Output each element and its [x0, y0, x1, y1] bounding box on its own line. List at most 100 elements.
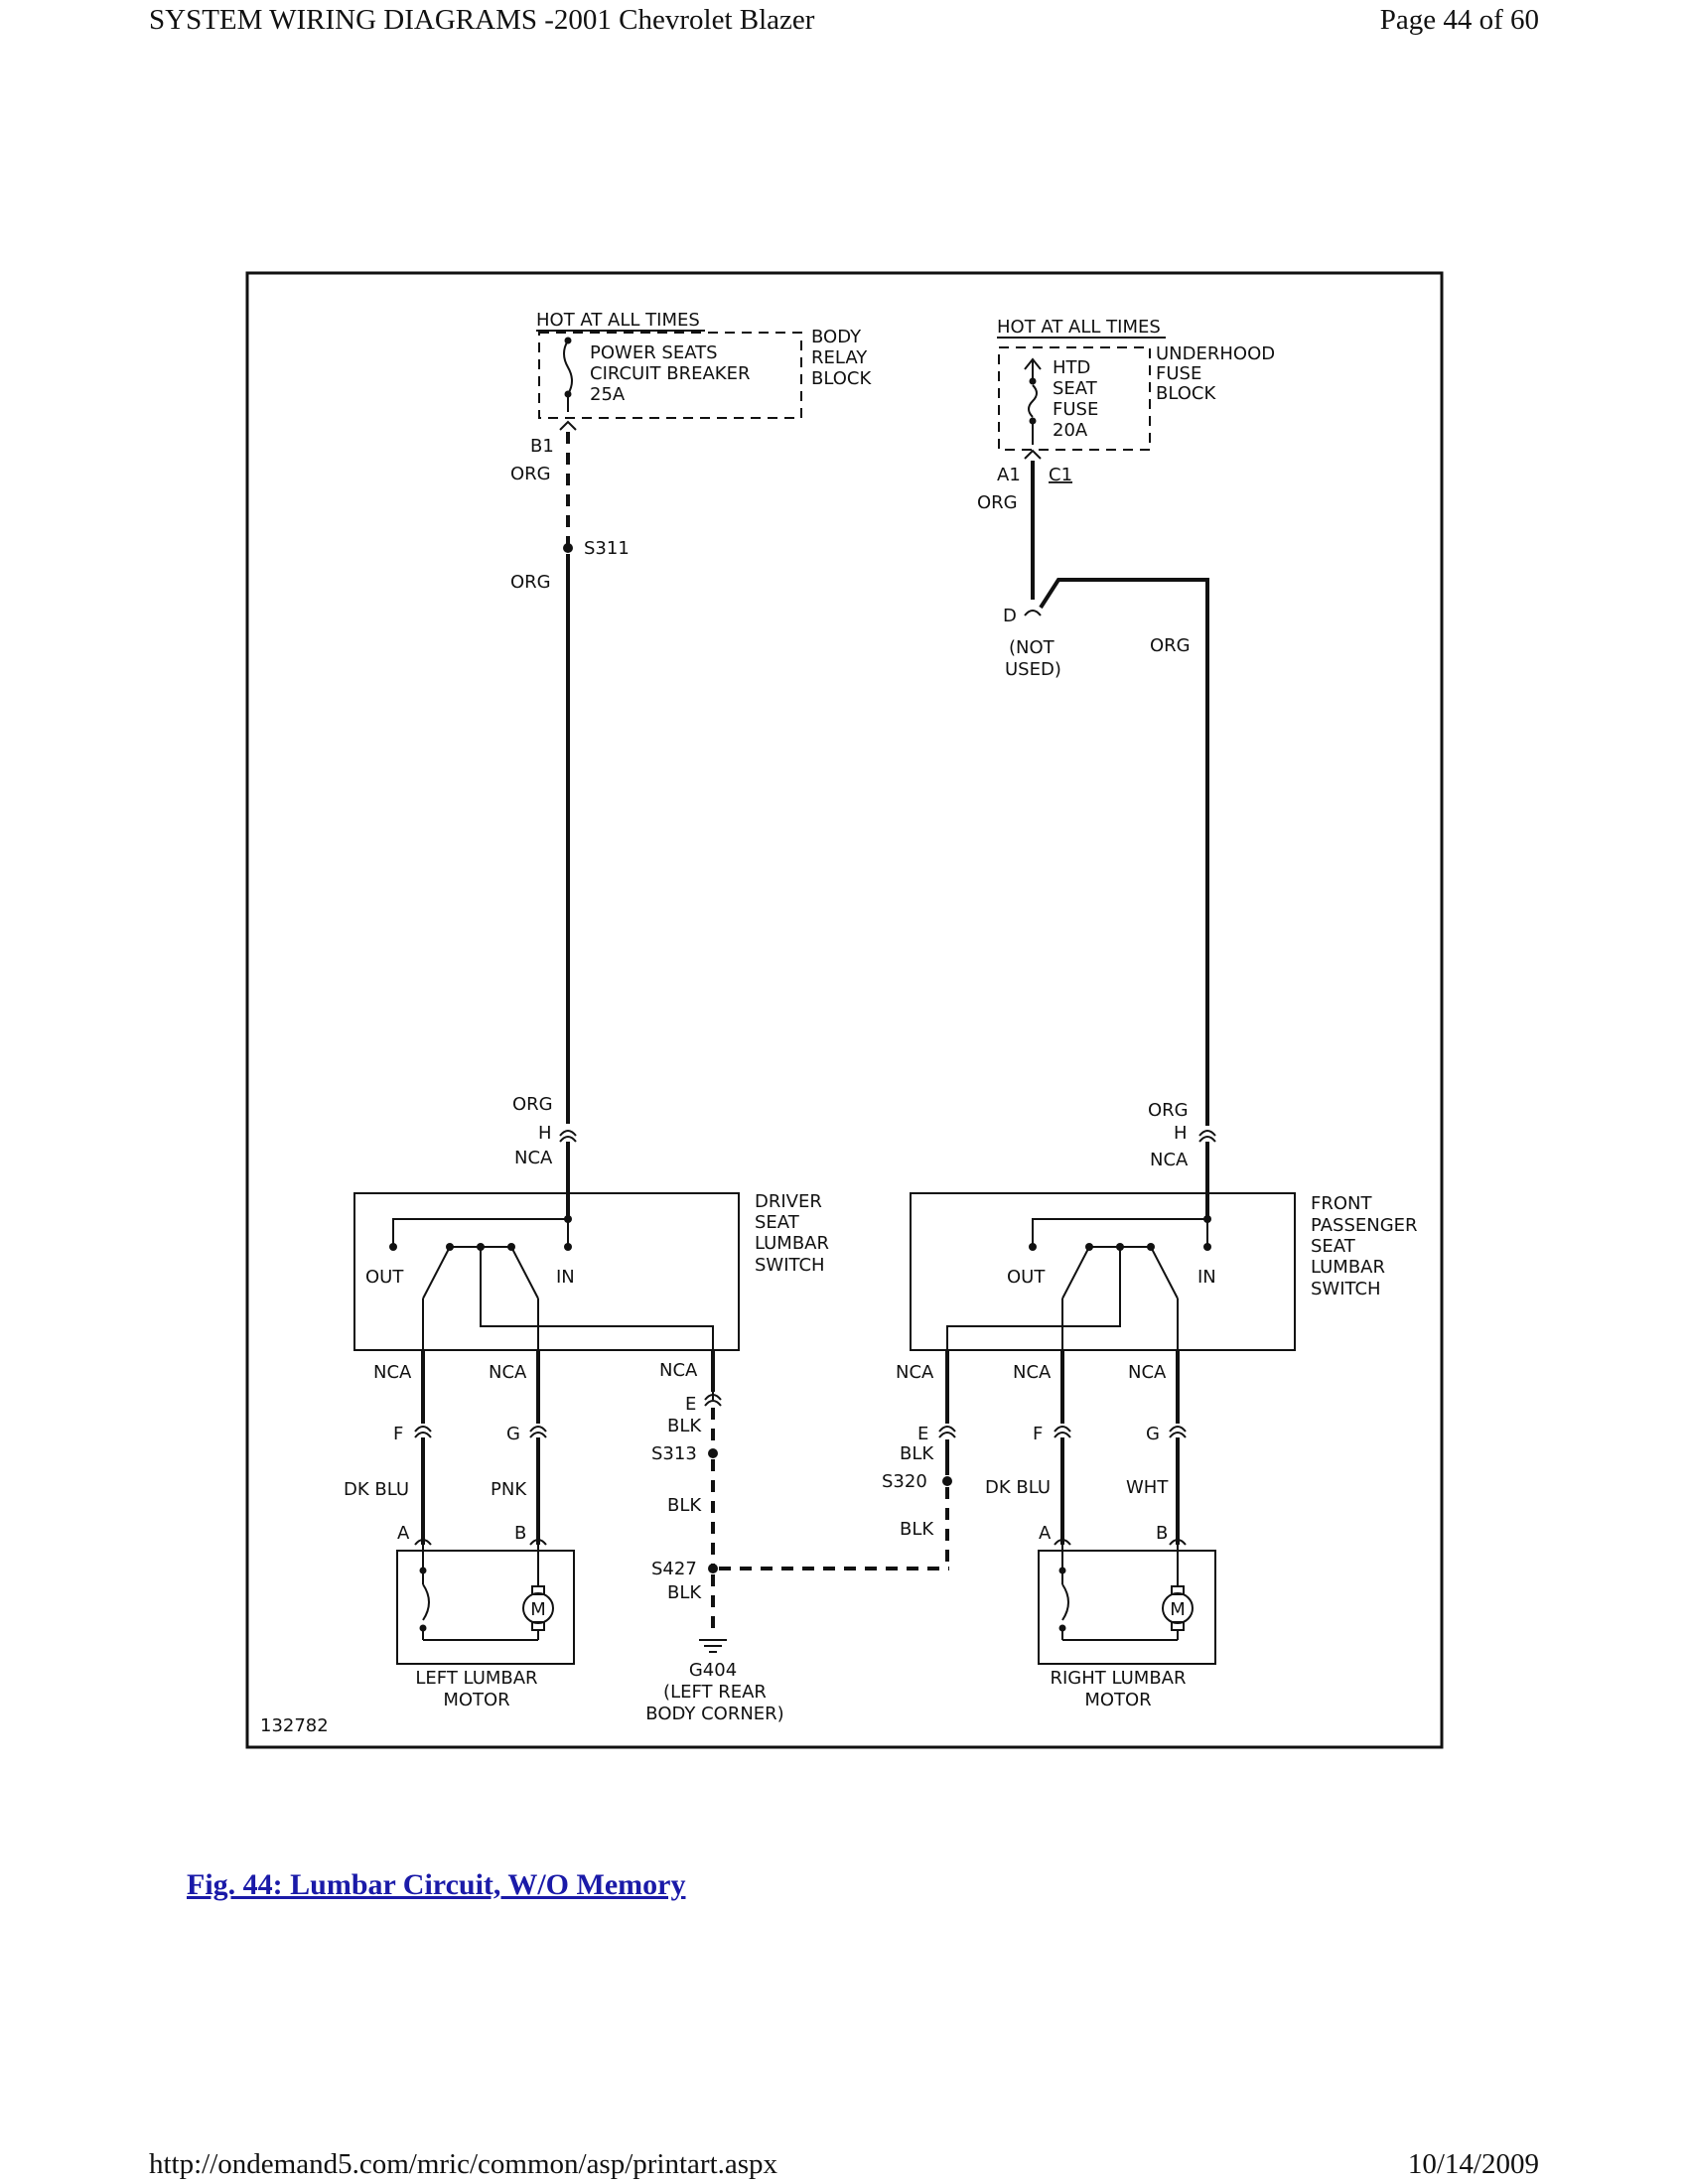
pass-bottom-3: NCA — [1128, 1362, 1167, 1383]
ground-right-wire-2: BLK — [900, 1519, 934, 1540]
ground-left-pin-e: E — [685, 1394, 696, 1415]
breaker-label-1: POWER SEATS — [590, 342, 718, 363]
breaker-label-3: 25A — [590, 384, 626, 405]
connector-b1-icon — [559, 420, 577, 431]
left-lumbar-motor — [396, 1550, 575, 1665]
footer-url: http://ondemand5.com/mric/common/asp/pri… — [149, 2148, 778, 2180]
fuse-icon — [1028, 384, 1038, 418]
pass-label-3: SEAT — [1311, 1236, 1356, 1257]
right-motor-breaker-icon — [1061, 1583, 1069, 1621]
left-motor-label-1: LEFT LUMBAR — [415, 1668, 537, 1689]
driver-in-contact — [510, 1246, 539, 1299]
right-motor-symbol: M — [1170, 1599, 1186, 1620]
pin-b1: B1 — [530, 436, 554, 457]
ground-left-wire-1: BLK — [667, 1416, 702, 1436]
diagram-frame — [245, 271, 1444, 1749]
figure-caption-link[interactable]: Fig. 44: Lumbar Circuit, W/O Memory — [187, 1868, 686, 1901]
ground-desc-1: (LEFT REAR — [663, 1682, 767, 1703]
footer-date: 10/14/2009 — [1407, 2148, 1539, 2180]
right-motor-label-2: MOTOR — [1084, 1690, 1151, 1710]
ground-right-wire-1: BLK — [900, 1443, 934, 1464]
not-used-1: (NOT — [1009, 637, 1055, 658]
not-used-2: USED) — [1005, 659, 1061, 680]
right-pin-g: G — [1146, 1424, 1160, 1444]
connector-a1-icon — [1024, 449, 1042, 460]
pass-in-label: IN — [1197, 1267, 1216, 1288]
pass-label-1: FRONT — [1311, 1193, 1372, 1214]
pin-d: D — [1003, 606, 1017, 626]
pass-top-wire: ORG — [1148, 1100, 1189, 1121]
splice-s427: S427 — [651, 1559, 697, 1579]
underhood-label-2: FUSE — [1156, 363, 1201, 384]
ground-g404: G404 — [689, 1660, 737, 1681]
pass-bottom-1: NCA — [896, 1362, 934, 1383]
wire-org-2: ORG — [510, 572, 551, 593]
fuse-label-4: 20A — [1053, 420, 1088, 441]
header-title: SYSTEM WIRING DIAGRAMS -2001 Chevrolet B… — [149, 4, 815, 36]
left-wire-dkblu: DK BLU — [344, 1479, 409, 1500]
driver-out-label: OUT — [365, 1267, 404, 1288]
ground-left-wire-2: BLK — [667, 1495, 702, 1516]
pass-label-2: PASSENGER — [1311, 1215, 1418, 1236]
driver-label-2: SEAT — [755, 1212, 800, 1233]
ground-desc-2: BODY CORNER) — [645, 1704, 783, 1724]
left-motor-pin-b: B — [514, 1523, 526, 1544]
body-relay-block — [538, 332, 802, 419]
left-motor-label-2: MOTOR — [443, 1690, 509, 1710]
driver-label-1: DRIVER — [755, 1191, 822, 1212]
right-motor-label-1: RIGHT LUMBAR — [1050, 1668, 1186, 1689]
left-pin-f: F — [393, 1424, 403, 1444]
driver-out-contact — [422, 1246, 451, 1299]
splice-s313: S313 — [651, 1443, 697, 1464]
fuse-label-2: SEAT — [1053, 378, 1098, 399]
left-motor-symbol: M — [530, 1599, 546, 1620]
right-motor-pin-b: B — [1156, 1523, 1168, 1544]
underhood-fuse-block — [998, 346, 1151, 451]
body-block-label-3: BLOCK — [811, 368, 872, 389]
wire-org-1: ORG — [510, 464, 551, 484]
pass-top-term: NCA — [1150, 1150, 1189, 1170]
driver-bottom-3: NCA — [659, 1360, 698, 1381]
underhood-label-3: BLOCK — [1156, 383, 1216, 404]
right-pin-f: F — [1033, 1424, 1043, 1444]
fuse-label-3: FUSE — [1053, 399, 1098, 420]
pass-bottom-2: NCA — [1013, 1362, 1052, 1383]
connector-c1: C1 — [1049, 465, 1072, 485]
pin-a1: A1 — [997, 465, 1021, 485]
splice-s311-icon — [563, 543, 573, 553]
left-motor-pin-a: A — [397, 1523, 410, 1544]
right-hot-label: HOT AT ALL TIMES — [997, 317, 1161, 338]
pass-label-4: LUMBAR — [1311, 1257, 1385, 1278]
driver-bottom-1: NCA — [373, 1362, 412, 1383]
wire-org-3: ORG — [977, 492, 1018, 513]
driver-label-3: LUMBAR — [755, 1233, 829, 1254]
driver-label-4: SWITCH — [755, 1255, 825, 1276]
ground-left-wire-3: BLK — [667, 1582, 702, 1603]
pass-top-pin: H — [1174, 1123, 1188, 1144]
underhood-label-1: UNDERHOOD — [1156, 343, 1275, 364]
driver-seat-lumbar-switch — [353, 1192, 740, 1351]
diagram-id: 132782 — [260, 1715, 329, 1736]
splice-s320: S320 — [882, 1471, 927, 1492]
pass-label-5: SWITCH — [1311, 1279, 1381, 1299]
left-pin-g: G — [506, 1424, 520, 1444]
right-wire-dkblu: DK BLU — [985, 1477, 1051, 1498]
left-hot-label: HOT AT ALL TIMES — [536, 310, 700, 331]
splice-s427-icon — [708, 1564, 718, 1573]
passenger-seat-lumbar-switch — [910, 1192, 1296, 1351]
driver-top-wire: ORG — [512, 1094, 553, 1115]
splice-s320-icon — [942, 1476, 952, 1486]
left-motor-breaker-icon — [422, 1583, 430, 1621]
pass-out-contact — [1061, 1246, 1090, 1299]
breaker-label-2: CIRCUIT BREAKER — [590, 363, 750, 384]
fuse-label-1: HTD — [1053, 357, 1090, 378]
wire-org-4: ORG — [1150, 635, 1191, 656]
left-wire-pnk: PNK — [491, 1479, 527, 1500]
pass-in-contact — [1150, 1246, 1179, 1299]
pass-out-label: OUT — [1007, 1267, 1046, 1288]
right-motor-pin-a: A — [1039, 1523, 1052, 1544]
driver-in-label: IN — [556, 1267, 575, 1288]
splice-s311: S311 — [584, 538, 630, 559]
ground-right-pin-e: E — [917, 1424, 928, 1444]
